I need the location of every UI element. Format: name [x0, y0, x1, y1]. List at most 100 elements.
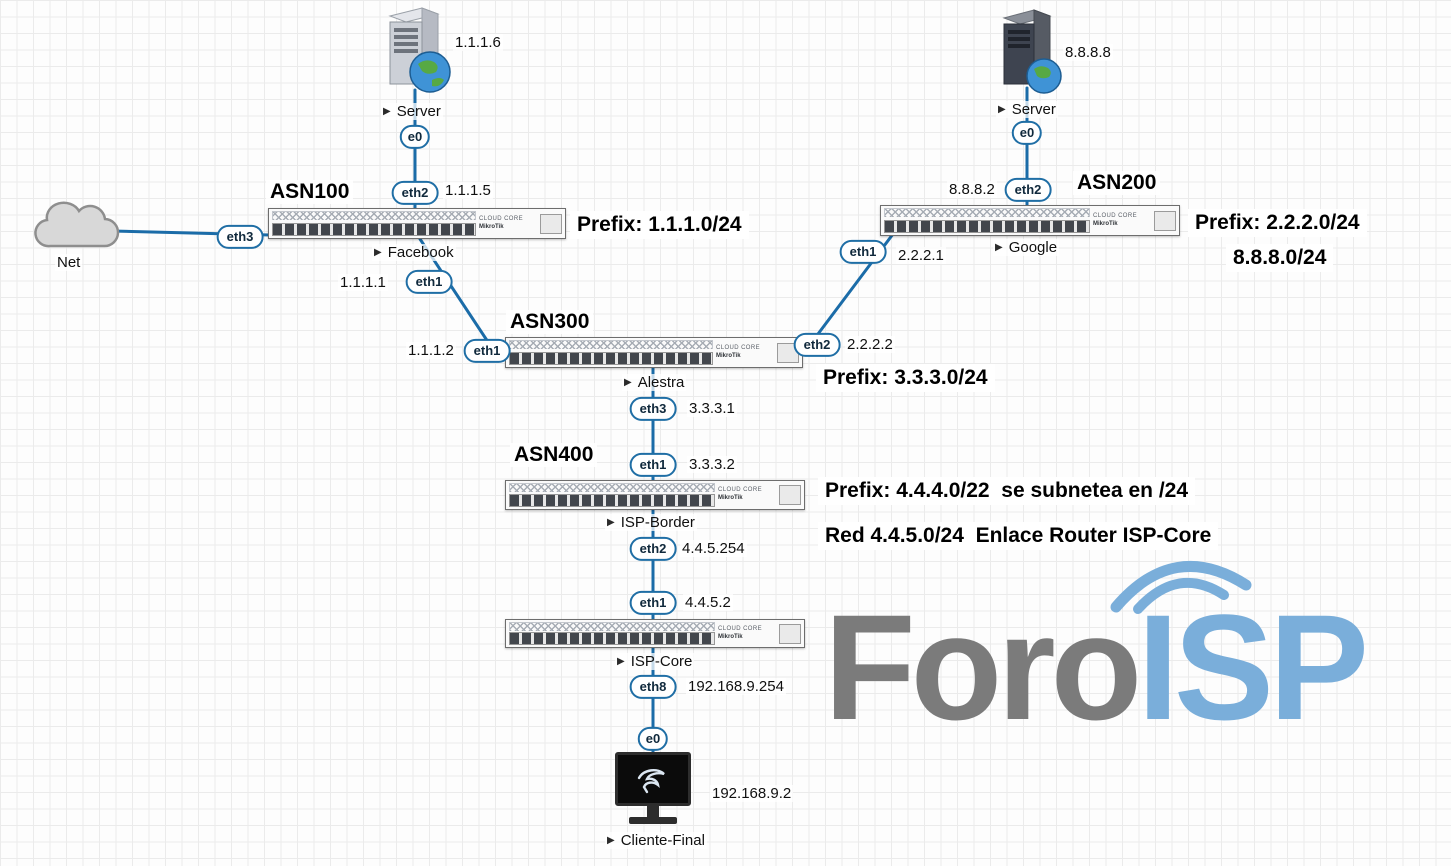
client-monitor-device[interactable]: [615, 752, 691, 824]
port-badge-ispcore-eth8[interactable]: eth8: [629, 674, 677, 700]
port-badge-asn200-eth2[interactable]: eth2: [1004, 177, 1052, 203]
ip-label-client[interactable]: 192.168.9.2: [710, 785, 794, 802]
cloud-net-device[interactable]: [26, 194, 122, 254]
router-ports: [509, 632, 715, 645]
node-label-server-facebook[interactable]: ▶ Server: [381, 103, 443, 120]
router-vents: [509, 483, 715, 492]
watermark-text-blue: ISP: [1137, 583, 1369, 751]
router-vents: [509, 622, 715, 631]
ip-label-asn300-eth1[interactable]: 1.1.1.2: [406, 342, 456, 359]
node-marker-icon: ▶: [374, 246, 382, 258]
router-brand-mikrotik: MikroTik: [716, 352, 741, 359]
ip-label-asn300-eth3[interactable]: 3.3.3.1: [687, 400, 737, 417]
globe-land: [418, 60, 438, 74]
router-ports: [509, 494, 715, 507]
globe-land: [1034, 66, 1051, 79]
node-label-net[interactable]: Net: [55, 254, 83, 271]
node-label-asn300-text: Alestra: [637, 374, 685, 391]
prefix-text-asn100[interactable]: Prefix: 1.1.1.0/24: [570, 211, 749, 239]
ip-label-server-facebook[interactable]: 1.1.1.6: [453, 34, 503, 51]
node-marker-icon: ▶: [607, 516, 615, 528]
globe-land: [432, 78, 444, 87]
ip-label-asn300-eth2[interactable]: 2.2.2.2: [845, 336, 895, 353]
node-label-asn200[interactable]: ▶ Google: [993, 239, 1060, 256]
node-label-asn300[interactable]: ▶ Alestra: [622, 374, 687, 391]
router-vents: [272, 211, 476, 220]
router-brand: CLOUD CORE MikroTik: [718, 622, 776, 645]
ip-label-asn200-eth1[interactable]: 2.2.2.1: [896, 247, 946, 264]
prefix-text-asn300[interactable]: Prefix: 3.3.3.0/24: [816, 364, 995, 392]
port-badge-asn400-eth2[interactable]: eth2: [629, 536, 677, 562]
asn-title-asn300[interactable]: ASN300: [506, 310, 594, 334]
router-vents: [884, 208, 1090, 217]
router-brand-cloudcore: CLOUD CORE: [1093, 212, 1138, 219]
ip-label-asn400-eth1[interactable]: 3.3.3.2: [687, 456, 737, 473]
port-badge-asn300-eth2[interactable]: eth2: [793, 332, 841, 358]
node-label-client[interactable]: ▶ Cliente-Final: [605, 832, 707, 849]
ip-label-asn200-eth2[interactable]: 8.8.8.2: [947, 181, 997, 198]
router-brand-mikrotik: MikroTik: [479, 223, 504, 230]
server-slot: [394, 49, 418, 53]
router-asn200[interactable]: CLOUD CORE MikroTik: [880, 205, 1180, 236]
router-asn300[interactable]: CLOUD CORE MikroTik: [505, 337, 803, 368]
port-badge-asn100-eth2[interactable]: eth2: [391, 180, 439, 206]
prefix-text-asn200-line1[interactable]: Prefix: 2.2.2.0/24: [1188, 209, 1367, 237]
node-label-server-google[interactable]: ▶ Server: [996, 101, 1058, 118]
ip-label-ispcore-eth8[interactable]: 192.168.9.254: [686, 678, 786, 695]
router-ispcore[interactable]: CLOUD CORE MikroTik: [505, 619, 805, 648]
prefix-text-asn200-line2[interactable]: 8.8.8.0/24: [1226, 244, 1334, 272]
router-brand-mikrotik: MikroTik: [1093, 220, 1118, 227]
port-badge-asn200-eth1[interactable]: eth1: [839, 239, 887, 265]
server-slot: [1008, 44, 1030, 48]
router-brand-cloudcore: CLOUD CORE: [718, 625, 763, 632]
router-asn400[interactable]: CLOUD CORE MikroTik: [505, 480, 805, 510]
asn-title-asn100[interactable]: ASN100: [266, 180, 354, 204]
prefix-text-asn400-line1[interactable]: Prefix: 4.4.4.0/22 se subnetea en /24: [818, 477, 1196, 505]
node-label-server-google-text: Server: [1011, 101, 1056, 118]
port-badge-servergoogle-e0[interactable]: e0: [1011, 120, 1043, 146]
port-badge-asn100-eth3[interactable]: eth3: [216, 224, 264, 250]
asn-title-asn400[interactable]: ASN400: [510, 443, 598, 467]
router-brand-mikrotik: MikroTik: [718, 495, 743, 501]
port-badge-serverfb-e0[interactable]: e0: [399, 124, 431, 150]
router-vents: [509, 340, 713, 349]
router-brand: CLOUD CORE MikroTik: [716, 340, 774, 365]
server-slot: [1008, 30, 1030, 34]
server-google-device[interactable]: [990, 6, 1070, 98]
port-badge-asn400-eth1[interactable]: eth1: [629, 452, 677, 478]
node-marker-icon: ▶: [998, 103, 1006, 115]
node-label-asn400-text: ISP-Border: [620, 514, 695, 531]
ip-label-server-google[interactable]: 8.8.8.8: [1063, 44, 1113, 61]
node-marker-icon: ▶: [617, 655, 625, 667]
router-brand-cloudcore: CLOUD CORE: [716, 344, 761, 351]
port-badge-client-e0[interactable]: e0: [637, 726, 669, 752]
ip-label-ispcore-eth1[interactable]: 4.4.5.2: [683, 594, 733, 611]
router-face: [509, 340, 713, 365]
router-brand-cloudcore: CLOUD CORE: [718, 487, 763, 494]
server-facebook-device[interactable]: [374, 4, 454, 100]
monitor-base: [629, 817, 677, 824]
ip-label-asn100-eth2[interactable]: 1.1.1.5: [443, 182, 493, 199]
node-marker-icon: ▶: [624, 376, 632, 388]
asn-title-asn200[interactable]: ASN200: [1073, 171, 1161, 195]
router-asn100[interactable]: CLOUD CORE MikroTik: [268, 208, 566, 239]
port-badge-ispcore-eth1[interactable]: eth1: [629, 590, 677, 616]
port-badge-asn300-eth1[interactable]: eth1: [463, 338, 511, 364]
node-label-asn100[interactable]: ▶ Facebook: [372, 244, 456, 261]
router-brand-mikrotik: MikroTik: [718, 633, 743, 640]
ip-label-asn400-eth2[interactable]: 4.4.5.254: [680, 540, 747, 557]
node-label-asn400[interactable]: ▶ ISP-Border: [605, 514, 697, 531]
port-badge-asn300-eth3[interactable]: eth3: [629, 396, 677, 422]
router-face: [272, 211, 476, 236]
router-lcd: [1154, 210, 1176, 231]
node-label-ispcore[interactable]: ▶ ISP-Core: [615, 653, 695, 670]
ip-label-asn100-eth1[interactable]: 1.1.1.1: [338, 274, 388, 291]
server-slot: [394, 42, 418, 46]
foroisp-watermark: ForoISP: [824, 592, 1369, 742]
monitor-screen: [615, 752, 691, 806]
router-face: [509, 483, 715, 507]
router-lcd: [779, 485, 801, 505]
port-badge-asn100-eth1[interactable]: eth1: [405, 269, 453, 295]
prefix-text-asn400-line2[interactable]: Red 4.4.5.0/24 Enlace Router ISP-Core: [818, 522, 1219, 550]
